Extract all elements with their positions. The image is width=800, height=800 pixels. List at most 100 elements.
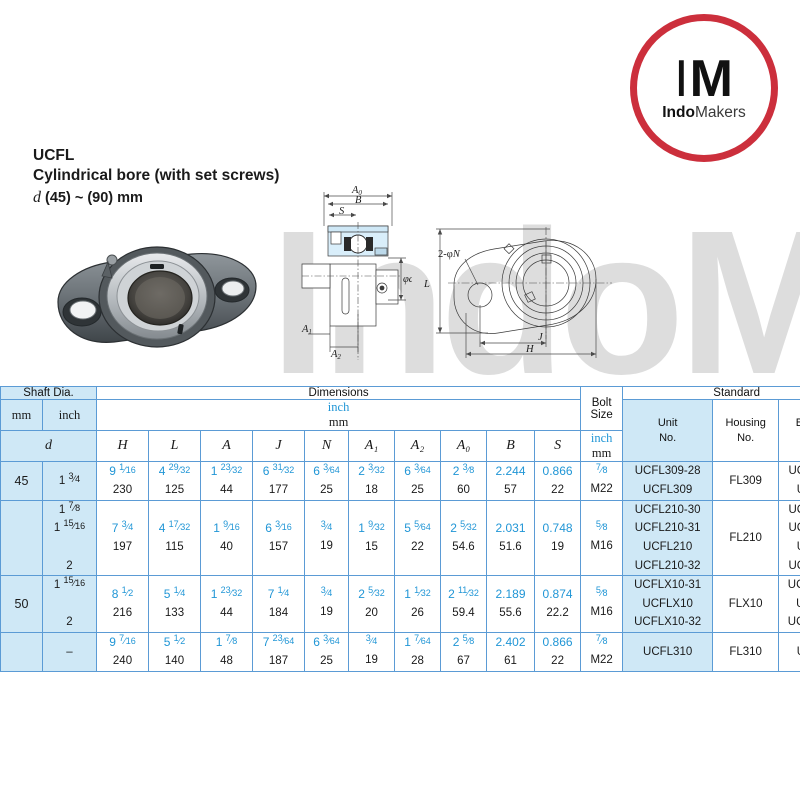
unit-number[interactable]: UCFL210 bbox=[643, 540, 693, 553]
dimension-inch: 0.748 bbox=[542, 521, 573, 536]
header-col-B: B bbox=[486, 430, 535, 462]
cell-housing-no: FLX10 bbox=[712, 575, 780, 633]
header-bolt-size: Bolt Size bbox=[580, 386, 624, 431]
dimension-inch: 2.244 bbox=[495, 464, 526, 478]
dimension-mm: 18 bbox=[365, 483, 378, 496]
label-A0: A0 bbox=[351, 185, 362, 197]
bearing-number: UC210-30 bbox=[788, 503, 800, 516]
header-col-H: H bbox=[96, 430, 149, 462]
dimension-mm: 61 bbox=[504, 654, 517, 667]
header-bolt-units: inch mm bbox=[580, 430, 624, 462]
header-shaft-mm: mm bbox=[0, 399, 43, 431]
header-shaft-dia: Shaft Dia. bbox=[0, 386, 97, 400]
dimension-mm: 60 bbox=[457, 483, 470, 496]
label-phi-d: φd bbox=[403, 274, 412, 285]
unit-number[interactable]: UCFLX10-32 bbox=[634, 616, 702, 629]
dimension-inch: 4 17⁄32 bbox=[158, 519, 191, 536]
cell-bearing-no: UC309-28UC309 bbox=[778, 461, 800, 501]
header-dim-mm: mm bbox=[328, 415, 349, 429]
title-range-value: (45) ~ (90) mm bbox=[45, 189, 143, 206]
shaft-inch-value bbox=[43, 595, 96, 614]
dimension-inch: 2.402 bbox=[495, 635, 526, 649]
dimension-mm: 22 bbox=[551, 654, 564, 667]
bolt-mm: M22 bbox=[590, 483, 613, 496]
dimension-inch: 0.866 bbox=[542, 635, 573, 649]
bearing-number: UC309 bbox=[779, 481, 800, 500]
dimension-mm: 57 bbox=[504, 483, 517, 496]
cell-unit-no[interactable]: UCFL310 bbox=[622, 632, 714, 672]
dimension-inch: 1 9⁄32 bbox=[358, 519, 385, 536]
unit-number[interactable]: UCFLX10-31 bbox=[634, 579, 702, 592]
dimension-mm: 44 bbox=[220, 483, 233, 496]
bearing-number: UC210 bbox=[779, 538, 800, 557]
dimension-mm: 25 bbox=[411, 483, 424, 496]
dimension-inch: 3⁄4 bbox=[320, 518, 333, 533]
dimension-mm: 177 bbox=[268, 483, 289, 496]
logo-letter-i: I bbox=[674, 50, 690, 109]
dimension-inch: 1 7⁄8 bbox=[215, 633, 238, 649]
unit-number[interactable]: UCFL310 bbox=[643, 645, 693, 658]
dimension-mm: 216 bbox=[112, 607, 133, 620]
dimension-inch: 5 1⁄2 bbox=[163, 633, 186, 649]
dimension-inch: 6 3⁄64 bbox=[404, 462, 431, 478]
dimension-inch: 2 5⁄8 bbox=[452, 633, 475, 649]
dimension-mm: 19 bbox=[551, 540, 564, 553]
spec-table: Shaft Dia. Dimensions Bolt Size Standard… bbox=[0, 386, 800, 672]
header-bearing-line2: No. bbox=[779, 431, 800, 446]
dimension-inch: 2 5⁄32 bbox=[450, 519, 477, 536]
dimension-mm: 44 bbox=[220, 607, 233, 620]
bolt-mm: M16 bbox=[590, 540, 613, 553]
cell-housing-no: FL310 bbox=[712, 632, 780, 672]
dimension-mm: 187 bbox=[268, 654, 289, 667]
logo-wordmark: IndoMakers bbox=[662, 105, 746, 121]
header-col-A1: A₁ bbox=[348, 430, 395, 462]
dimension-inch: 3⁄4 bbox=[365, 632, 378, 647]
dimension-inch: 1 23⁄32 bbox=[210, 585, 243, 602]
label-H: H bbox=[525, 344, 535, 355]
cell-shaft-inch: – bbox=[42, 632, 97, 672]
cell-shaft-mm: 45 bbox=[0, 461, 43, 501]
bearing-number: UC210-31 bbox=[788, 522, 800, 535]
title-range: d (45) ~ (90) mm bbox=[33, 187, 279, 209]
unit-number[interactable]: UCFL210-30 bbox=[634, 503, 701, 516]
header-bolt-line2: Size bbox=[590, 408, 613, 421]
header-col-A2: A₂ bbox=[394, 430, 441, 462]
shaft-inch-value: 1 15⁄16 bbox=[53, 575, 86, 592]
cell-dimension: 2.402 61 bbox=[486, 632, 535, 672]
unit-number[interactable]: UCFL210-31 bbox=[634, 522, 701, 535]
shaft-inch-value: – bbox=[66, 645, 73, 658]
unit-number[interactable]: UCFL309 bbox=[643, 483, 693, 496]
bearing-number: UCX10 bbox=[779, 595, 800, 614]
unit-number[interactable]: UCFLX10 bbox=[642, 597, 693, 610]
title-symbol-d: d bbox=[33, 188, 41, 206]
unit-number[interactable]: UCFL309-28 bbox=[634, 465, 701, 478]
header-housing-line2: No. bbox=[737, 431, 755, 444]
unit-number[interactable]: UCFL210-32 bbox=[634, 559, 701, 572]
dimension-mm: 59.4 bbox=[452, 607, 475, 620]
cell-dimension: 6 3⁄64 25 bbox=[394, 461, 441, 501]
dimension-inch: 2 5⁄32 bbox=[358, 585, 385, 602]
title-description: Cylindrical bore (with set screws) bbox=[33, 167, 280, 185]
product-photo bbox=[42, 232, 270, 360]
dimension-inch: 6 3⁄16 bbox=[265, 519, 292, 536]
label-S: S bbox=[339, 206, 345, 217]
dimension-inch: 0.874 bbox=[542, 587, 573, 602]
header-col-N: N bbox=[304, 430, 349, 462]
dimension-mm: 28 bbox=[411, 654, 424, 667]
cell-shaft-mm: 50 bbox=[0, 575, 43, 633]
